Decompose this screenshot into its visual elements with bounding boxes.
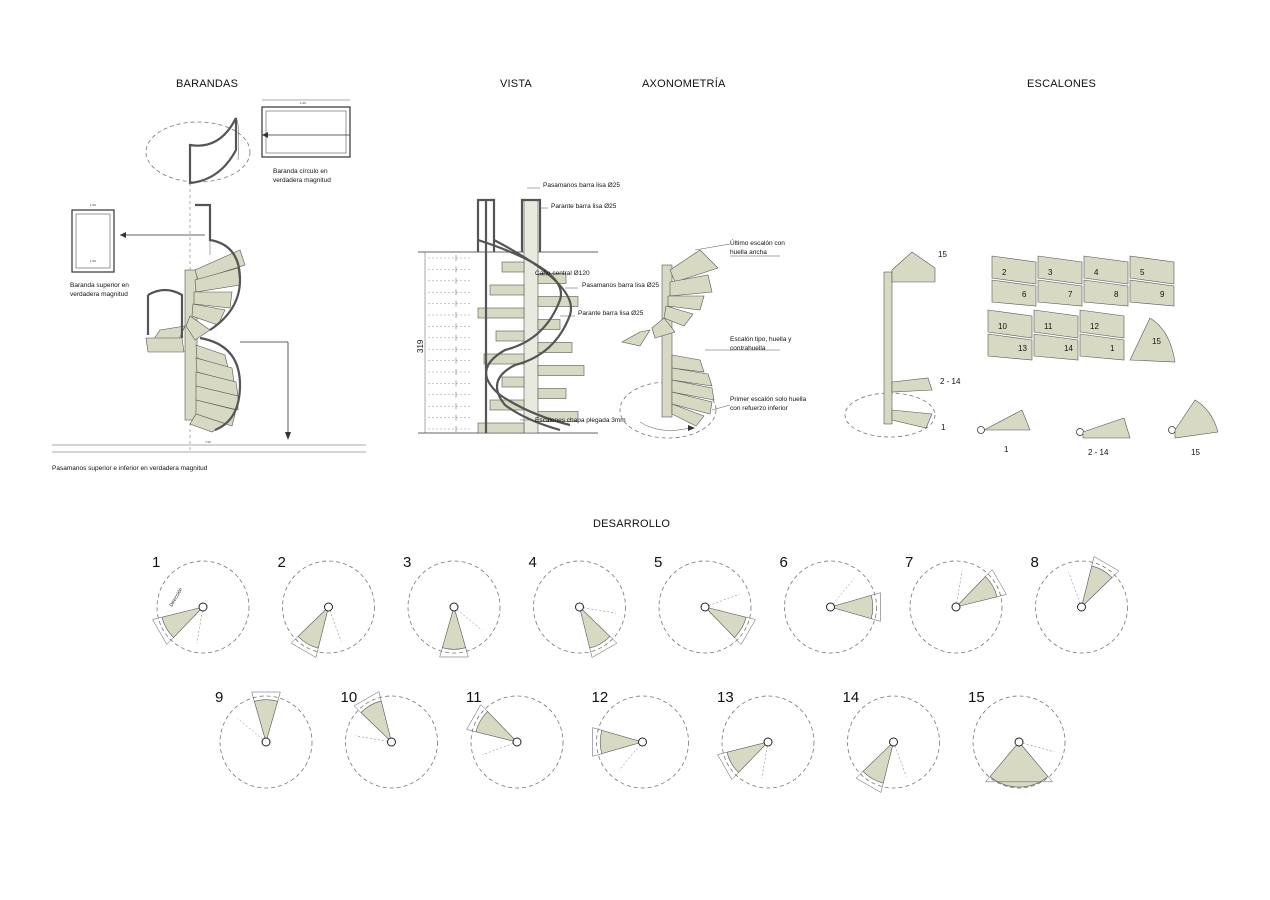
heading-desarrollo: DESARROLLO — [593, 518, 670, 530]
piece-label: 10 — [998, 322, 1007, 331]
piece-label: 15 — [1152, 337, 1161, 346]
development-step: 4 — [529, 554, 626, 658]
vista-label-6: Escalones chapa plegada 3mm — [535, 417, 626, 424]
direction-label: Dirección — [169, 587, 185, 608]
development-step: 10 — [341, 689, 438, 789]
development-step-number: 3 — [403, 554, 411, 571]
step-piece-pair: 37 — [1037, 255, 1083, 307]
axon-label-2b: contrahuella — [730, 345, 766, 352]
development-step: 9 — [215, 689, 313, 789]
escalones-elev-15: 15 — [938, 250, 947, 259]
development-step-number: 5 — [654, 554, 662, 571]
note-upper-line1: Baranda superior en — [70, 282, 129, 289]
step-piece-pair: 59 — [1129, 255, 1175, 307]
piece-label: 11 — [1044, 322, 1053, 331]
heading-barandas: BARANDAS — [176, 78, 238, 90]
development-step-number: 11 — [466, 689, 482, 706]
axon-label-3a: Primer escalón solo huella — [730, 396, 807, 403]
vista-height: 319 — [416, 339, 425, 353]
development-step: 3 — [403, 554, 501, 658]
step-piece-pair: 12 1 — [1079, 309, 1125, 361]
development-step-number: 15 — [968, 689, 985, 706]
piece-label: 3 — [1048, 268, 1053, 277]
detail-label-15: 15 — [1191, 448, 1200, 457]
svg-text:1.00: 1.00 — [90, 259, 96, 263]
escalones-elev-1: 1 — [941, 423, 946, 432]
detail-label-1: 1 — [1004, 445, 1009, 454]
vista-label-5: Parante barra lisa Ø25 — [578, 310, 644, 317]
detail-step-15: 15 — [1168, 399, 1219, 457]
note-circle-line2: verdadera magnitud — [273, 177, 331, 184]
piece-label: 9 — [1160, 290, 1165, 299]
step-piece-pair: 11 14 — [1033, 309, 1079, 361]
development-step: 13 — [717, 689, 815, 789]
barandas-footer: Pasamanos superior e inferior en verdade… — [52, 465, 208, 472]
development-step-number: 10 — [341, 689, 358, 706]
escalones-elev-2-14: 2 - 14 — [940, 377, 961, 386]
development-step-number: 8 — [1031, 554, 1039, 571]
piece-label: 4 — [1094, 268, 1099, 277]
piece-label: 14 — [1064, 344, 1073, 353]
development-step: 7 — [905, 554, 1007, 654]
development-step: 6 — [780, 554, 881, 654]
step-piece-pair: 48 — [1083, 255, 1129, 307]
piece-label: 2 — [1002, 268, 1007, 277]
detail-step-2-14: 2 - 14 — [1076, 417, 1131, 457]
development-step-number: 1 — [152, 554, 160, 571]
detail-step-1: 1 — [977, 409, 1031, 454]
vista-label-3: Caño central Ø120 — [535, 270, 590, 277]
piece-label: 12 — [1090, 322, 1099, 331]
development-step-number: 7 — [905, 554, 913, 571]
piece-label: 1 — [1110, 344, 1115, 353]
development-step-number: 9 — [215, 689, 223, 706]
development-step: 14 — [843, 689, 940, 793]
development-step: 12 — [592, 689, 689, 789]
development-step-number: 14 — [843, 689, 860, 706]
development-step: 8 — [1031, 554, 1128, 654]
piece-label: 5 — [1140, 268, 1145, 277]
vista-label-1: Pasamanos barra lisa Ø25 — [543, 182, 620, 189]
piece-label: 8 — [1114, 290, 1119, 299]
heading-vista: VISTA — [500, 78, 532, 90]
development-step-number: 6 — [780, 554, 788, 571]
vista-label-4: Pasamanos barra lisa Ø25 — [582, 282, 659, 289]
axon-label-3b: con refuerzo inferior — [730, 405, 789, 412]
development-step: 2 — [278, 554, 375, 658]
heading-axonometria: AXONOMETRÍA — [642, 77, 726, 90]
axon-label-1a: Último escalón con — [730, 238, 785, 247]
development-step-number: 13 — [717, 689, 734, 706]
development-step: 15 — [968, 689, 1066, 789]
detail-label-2-14: 2 - 14 — [1088, 448, 1109, 457]
barandas-drawing: 1.00 Baranda círculo en verdadera magnit… — [52, 99, 366, 472]
step-piece-pair: 10 13 — [987, 309, 1033, 361]
piece-label: 13 — [1018, 344, 1027, 353]
development-step: 5 — [654, 554, 756, 654]
vista-label-2: Parante barra lisa Ø25 — [551, 203, 617, 210]
development-step: 1 — [152, 554, 250, 654]
vista-drawing: 319 Pasamanos barra lisa Ø25 Parante bar… — [416, 182, 659, 434]
development-step-number: 2 — [278, 554, 286, 571]
piece-label: 6 — [1022, 290, 1027, 299]
heading-escalones: ESCALONES — [1027, 78, 1096, 90]
piece-label: 7 — [1068, 290, 1073, 299]
step-piece-15: 15 — [1129, 317, 1176, 363]
development-step-number: 12 — [592, 689, 609, 706]
axon-label-2a: Escalón tipo, huella y — [730, 336, 792, 343]
development-step: 11 — [466, 689, 564, 789]
note-circle-line1: Baranda círculo en — [273, 168, 328, 175]
svg-text:1.00: 1.00 — [300, 101, 306, 105]
svg-text:1.00: 1.00 — [90, 203, 96, 207]
step-piece-pair: 26 — [991, 255, 1037, 307]
axonometria-drawing: Último escalón con huella ancha Escalón … — [619, 238, 807, 439]
svg-text:7.00: 7.00 — [205, 440, 211, 444]
development-step-number: 4 — [529, 554, 537, 571]
note-upper-line2: verdadera magnitud — [70, 291, 128, 298]
axon-label-1b: huella ancha — [730, 249, 767, 256]
